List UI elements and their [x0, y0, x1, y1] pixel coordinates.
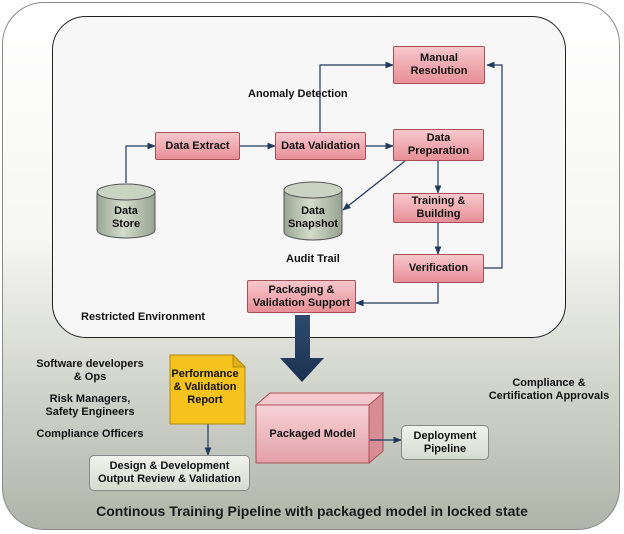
data-preparation-node: Data Preparation: [393, 129, 484, 161]
deployment-pipeline-node: Deployment Pipeline: [401, 425, 489, 460]
verification-node: Verification: [393, 254, 484, 283]
data-store-label: Data Store: [111, 205, 141, 230]
compliance-officers-label: Compliance Officers: [36, 428, 144, 440]
data-preparation-label: Data Preparation: [407, 132, 470, 157]
design-review-node: Design & Development Output Review & Val…: [89, 455, 250, 491]
data-validation-label: Data Validation: [281, 139, 360, 152]
packaging-validation-support-label: Packaging & Validation Support: [252, 283, 351, 309]
training-building-node: Training & Building: [393, 193, 484, 223]
manual-resolution-node: Manual Resolution: [393, 46, 485, 84]
design-review-label: Design & Development Output Review & Val…: [97, 460, 242, 485]
training-building-label: Training & Building: [411, 195, 466, 220]
restricted-environment-label: Restricted Environment: [81, 311, 206, 323]
packaged-model-label: Packaged Model: [269, 428, 356, 440]
data-extract-node: Data Extract: [155, 132, 240, 160]
manual-resolution-label: Manual Resolution: [410, 52, 468, 77]
compliance-approvals-label: Compliance & Certification Approvals: [488, 377, 610, 402]
data-validation-node: Data Validation: [275, 132, 366, 160]
data-snapshot-label: Data Snapshot: [287, 205, 339, 230]
diagram-title: Continous Training Pipeline with package…: [96, 503, 528, 519]
performance-report-label: Performance & Validation Report: [171, 368, 239, 406]
software-developers-label: Software developers & Ops: [36, 358, 144, 383]
packaging-validation-support-node: Packaging & Validation Support: [247, 280, 356, 313]
risk-managers-label: Risk Managers, Safety Engineers: [45, 393, 135, 418]
verification-label: Verification: [408, 262, 469, 274]
audit-trail-label: Audit Trail: [286, 253, 340, 265]
anomaly-detection-label: Anomaly Detection: [248, 88, 348, 100]
deployment-pipeline-label: Deployment Pipeline: [413, 429, 477, 455]
data-extract-label: Data Extract: [165, 139, 230, 152]
